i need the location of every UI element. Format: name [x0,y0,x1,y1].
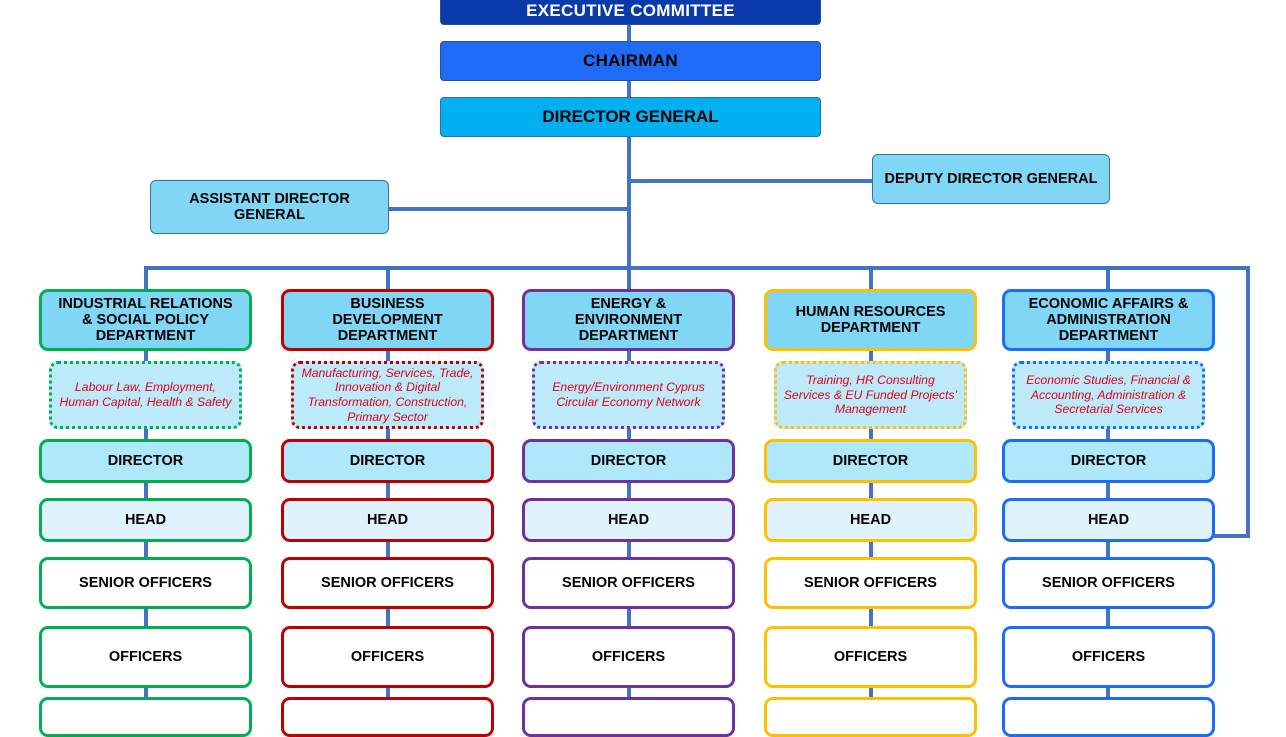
role-next-box [1002,697,1215,737]
department-title-box: BUSINESS DEVELOPMENT DEPARTMENT [281,289,494,351]
connector-right-return [1246,266,1250,538]
role-head-box: HEAD [281,498,494,542]
role-head-label: HEAD [607,511,650,528]
connector-right-return-head [1214,534,1250,538]
role-director-box: DIRECTOR [281,439,494,483]
department-description-box: Labour Law, Employment, Human Capital, H… [49,361,242,429]
role-officers-label: OFFICERS [591,648,666,665]
role-senior-officers-label: SENIOR OFFICERS [804,574,937,591]
connector-column-1 [144,268,148,700]
role-director-label: DIRECTOR [1070,452,1147,469]
department-description-box: Manufacturing, Services, Trade, Innovati… [291,361,484,429]
role-officers-label: OFFICERS [1071,648,1146,665]
role-senior-officers-box: SENIOR OFFICERS [281,557,494,609]
role-senior-officers-label: SENIOR OFFICERS [321,574,454,591]
department-description: Manufacturing, Services, Trade, Innovati… [301,365,474,424]
role-head-label: HEAD [366,511,409,528]
role-head-label: HEAD [849,511,892,528]
department-title: HUMAN RESOURCES DEPARTMENT [795,303,946,336]
connector-main-trunk [627,20,631,270]
role-officers-label: OFFICERS [108,648,183,665]
role-director-box: DIRECTOR [764,439,977,483]
role-next-box [39,697,252,737]
connector-column-5 [1106,268,1110,700]
deputy-director-general-label: DEPUTY DIRECTOR GENERAL [884,170,1098,187]
role-next-box [522,697,735,737]
role-director-box: DIRECTOR [522,439,735,483]
department-title: ENERGY & ENVIRONMENT DEPARTMENT [574,295,683,345]
department-title: ECONOMIC AFFAIRS & ADMINISTRATION DEPART… [1028,295,1189,345]
role-officers-label: OFFICERS [350,648,425,665]
role-director-box: DIRECTOR [39,439,252,483]
department-title-box: HUMAN RESOURCES DEPARTMENT [764,289,977,351]
role-director-label: DIRECTOR [107,452,184,469]
assistant-director-general-box: ASSISTANT DIRECTOR GENERAL [150,180,389,234]
department-title: BUSINESS DEVELOPMENT DEPARTMENT [332,295,443,345]
department-description: Training, HR Consulting Services & EU Fu… [783,373,958,417]
role-director-box: DIRECTOR [1002,439,1215,483]
department-title: INDUSTRIAL RELATIONS & SOCIAL POLICY DEP… [58,295,233,345]
role-director-label: DIRECTOR [832,452,909,469]
connector-department-bus [144,266,1250,270]
role-director-label: DIRECTOR [590,452,667,469]
executive-committee-label: EXECUTIVE COMMITTEE [526,0,735,20]
role-director-label: DIRECTOR [349,452,426,469]
role-head-box: HEAD [1002,498,1215,542]
department-description-box: Economic Studies, Financial & Accounting… [1012,361,1205,429]
chairman-label: CHAIRMAN [583,51,678,71]
director-general-box: DIRECTOR GENERAL [440,97,821,137]
role-senior-officers-box: SENIOR OFFICERS [522,557,735,609]
assistant-director-general-label: ASSISTANT DIRECTOR GENERAL [189,190,350,223]
role-head-box: HEAD [39,498,252,542]
role-next-box [281,697,494,737]
executive-committee-box: EXECUTIVE COMMITTEE [440,0,821,25]
department-description-box: Training, HR Consulting Services & EU Fu… [774,361,967,429]
role-officers-box: OFFICERS [522,626,735,688]
department-title-box: ECONOMIC AFFAIRS & ADMINISTRATION DEPART… [1002,289,1215,351]
connector-column-3 [627,268,631,700]
role-head-label: HEAD [1087,511,1130,528]
role-senior-officers-label: SENIOR OFFICERS [79,574,212,591]
role-senior-officers-box: SENIOR OFFICERS [764,557,977,609]
connector-assistant [388,207,629,211]
department-description-box: Energy/Environment Cyprus Circular Econo… [532,361,725,429]
role-senior-officers-label: SENIOR OFFICERS [1042,574,1175,591]
role-officers-box: OFFICERS [1002,626,1215,688]
department-title-box: ENERGY & ENVIRONMENT DEPARTMENT [522,289,735,351]
connector-column-4 [869,268,873,700]
connector-column-2 [386,268,390,700]
role-next-box [764,697,977,737]
department-title-box: INDUSTRIAL RELATIONS & SOCIAL POLICY DEP… [39,289,252,351]
role-senior-officers-box: SENIOR OFFICERS [39,557,252,609]
role-officers-box: OFFICERS [39,626,252,688]
connector-deputy [629,179,873,183]
role-head-label: HEAD [124,511,167,528]
department-description: Economic Studies, Financial & Accounting… [1026,373,1191,417]
department-description: Energy/Environment Cyprus Circular Econo… [552,380,705,409]
role-head-box: HEAD [764,498,977,542]
role-senior-officers-box: SENIOR OFFICERS [1002,557,1215,609]
chairman-box: CHAIRMAN [440,41,821,81]
director-general-label: DIRECTOR GENERAL [542,107,719,127]
role-officers-label: OFFICERS [833,648,908,665]
department-description: Labour Law, Employment, Human Capital, H… [59,380,232,409]
role-officers-box: OFFICERS [281,626,494,688]
role-head-box: HEAD [522,498,735,542]
deputy-director-general-box: DEPUTY DIRECTOR GENERAL [872,154,1110,204]
role-officers-box: OFFICERS [764,626,977,688]
role-senior-officers-label: SENIOR OFFICERS [562,574,695,591]
